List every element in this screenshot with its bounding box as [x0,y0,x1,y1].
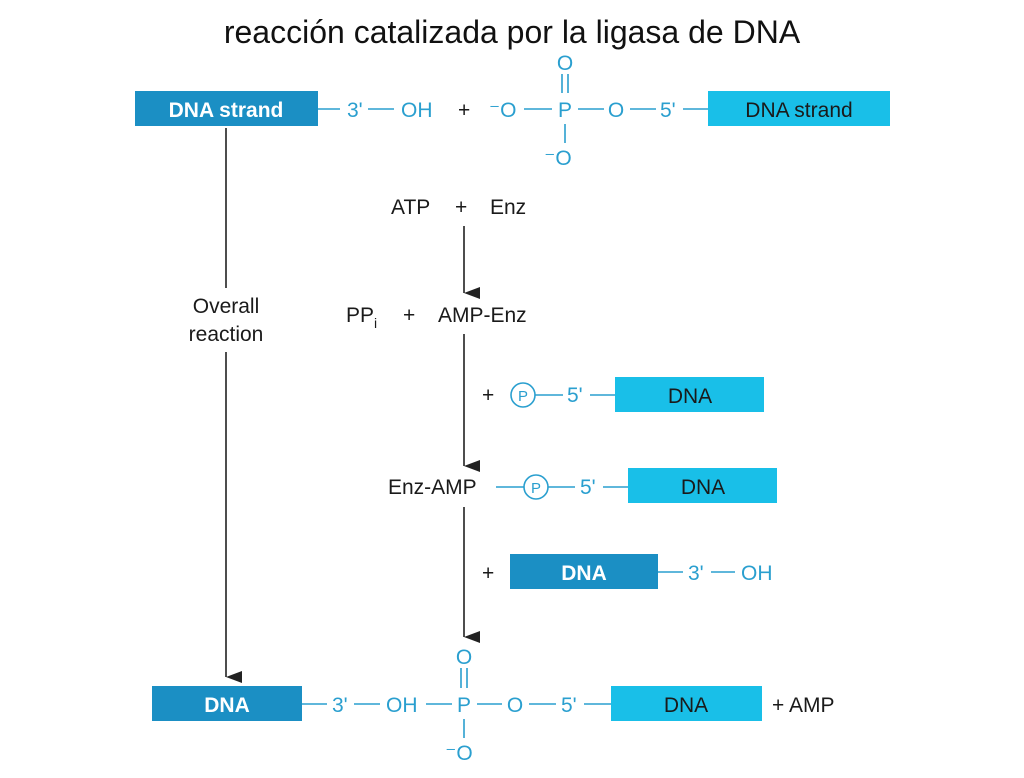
step5-dna-box [510,554,658,589]
page-title: reacción catalizada por la ligasa de DNA [223,14,801,50]
bottom-phosphorus: P [457,694,471,717]
top-oxygen: O [608,99,624,122]
top-five-prime: 5' [660,99,676,122]
step5-three-prime: 3' [688,562,704,585]
top-right-dna-strand-label: DNA strand [745,99,852,122]
bottom-oxygen: O [507,694,523,717]
top-o-minus-left: ⁻O [489,99,516,122]
step5-dna-label: DNA [561,562,607,585]
step5-plus: + [482,562,494,585]
top-oh: OH [401,99,433,122]
step3-plus: + [482,384,494,407]
ppi-label: PPi [346,304,377,331]
top-left-dna-strand-box [135,91,318,126]
top-phosphorus: P [558,99,572,122]
enz-amp-label: Enz-AMP [388,476,477,499]
top-right-dna-strand-box [708,91,890,126]
bottom-o-minus: ⁻O [445,742,472,765]
enz-label: Enz [490,196,526,219]
top-o-minus-bottom: ⁻O [544,147,571,170]
step1-plus: + [455,196,467,219]
phosphate-circle-label: P [518,388,528,405]
bottom-five-prime: 5' [561,694,577,717]
overall-label-line2: reaction [189,323,264,346]
top-left-dna-strand-label: DNA strand [169,99,284,122]
bottom-oh: OH [386,694,418,717]
step2-plus: + [403,304,415,327]
top-plus: + [458,99,470,122]
atp-label: ATP [391,196,430,219]
step3-dna-label: DNA [668,385,712,408]
overall-label-line1: Overall [193,295,260,318]
step3-five-prime: 5' [567,384,583,407]
bottom-three-prime: 3' [332,694,348,717]
bottom-oxygen-above: O [456,646,472,669]
step4-five-prime: 5' [580,476,596,499]
bottom-right-dna-label: DNA [664,694,708,717]
bottom-plus-amp: + AMP [772,694,834,717]
bottom-left-dna-label: DNA [204,694,250,717]
step4-dna-label: DNA [681,476,725,499]
bottom-right-dna-box [611,686,762,721]
amp-enz-label: AMP-Enz [438,304,527,327]
step5-oh: OH [741,562,773,585]
top-oxygen-above: O [557,52,573,75]
step3-dna-box [615,377,764,412]
phosphate-circle-label-2: P [531,480,541,497]
step4-dna-box [628,468,777,503]
bottom-left-dna-box [152,686,302,721]
top-three-prime: 3' [347,99,363,122]
